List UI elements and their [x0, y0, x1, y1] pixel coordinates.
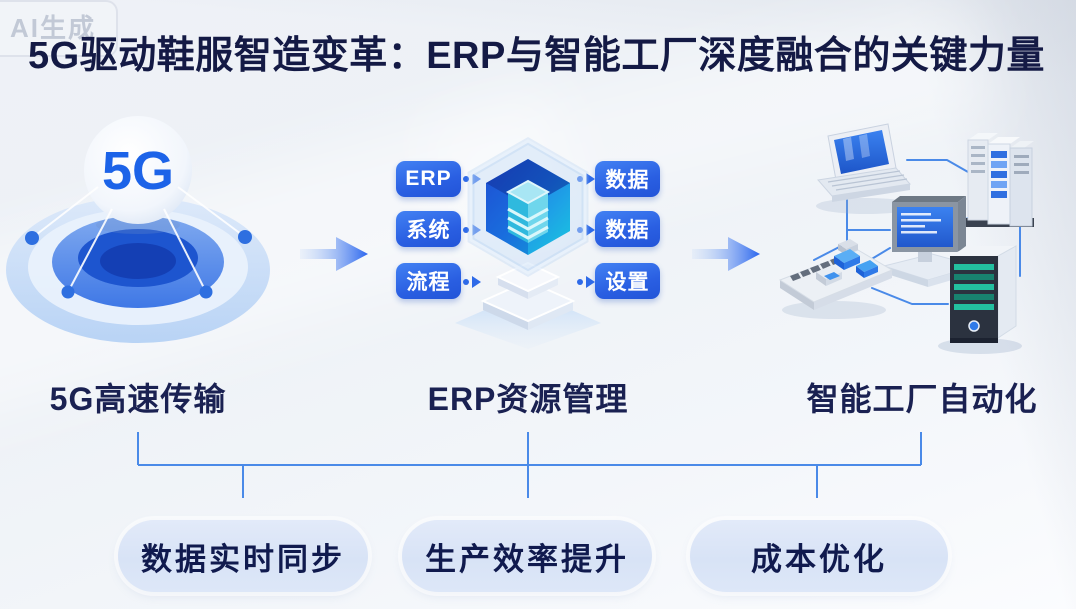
tag-data-1: 数据	[595, 161, 660, 197]
panel-buttons	[816, 239, 878, 286]
page-title: 5G驱动鞋服智造变革：ERP与智能工厂深度融合的关键力量	[28, 35, 1045, 77]
benefit-pill-efficiency: 生产效率提升	[402, 520, 652, 592]
pedestal	[455, 261, 601, 349]
5g-radar-icon: 5G	[6, 116, 270, 343]
benefit-pill-cost: 成本优化	[690, 520, 948, 592]
dot-arrow-icon	[577, 224, 595, 236]
dot-arrow-icon	[463, 276, 481, 288]
signal-lines	[31, 186, 246, 293]
dot-arrow-icon	[577, 276, 595, 288]
benefit-pill-data-sync: 数据实时同步	[118, 520, 368, 592]
tag-settings: 设置	[595, 263, 660, 299]
stage2-label: ERP资源管理	[427, 381, 629, 417]
data-stack	[505, 179, 551, 243]
factory-network-icon	[778, 123, 1034, 354]
tag-process: 流程	[396, 263, 461, 299]
signal-nodes	[25, 230, 252, 299]
sphere-shadow	[96, 216, 180, 234]
radar-dish	[6, 197, 270, 343]
laptop-icon	[816, 123, 916, 214]
connector-lines	[137, 432, 922, 498]
server-tower-icon	[938, 245, 1022, 354]
dot-arrow-icon	[463, 224, 481, 236]
tag-data-2: 数据	[595, 211, 660, 247]
arrow-right-icon	[300, 237, 368, 271]
dot-arrow-icon	[463, 173, 481, 185]
ai-generated-watermark: AI生成	[0, 0, 119, 57]
5g-badge: 5G	[102, 141, 174, 201]
erp-cube-icon	[455, 136, 601, 349]
stage1-label: 5G高速传输	[49, 381, 227, 417]
control-panel-icon	[778, 239, 894, 319]
stage3-label: 智能工厂自动化	[806, 381, 1038, 417]
5g-sphere: 5G	[84, 116, 192, 224]
dot-arrow-icon	[577, 173, 595, 185]
arrow-right-icon	[692, 237, 760, 271]
tag-erp: ERP	[396, 161, 461, 197]
tag-system: 系统	[396, 211, 461, 247]
server-rack-icon	[966, 133, 1034, 227]
